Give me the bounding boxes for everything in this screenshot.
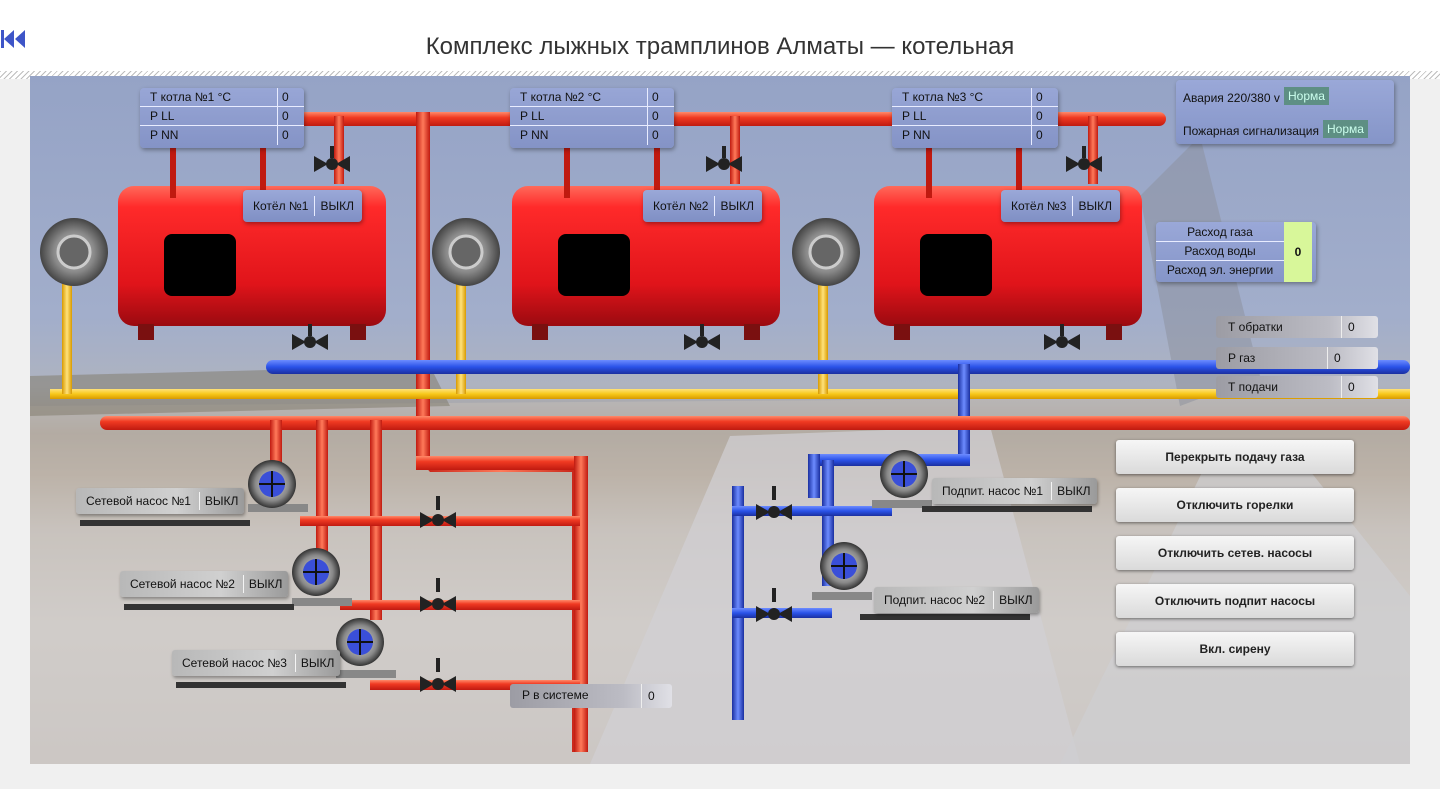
readout-value: 0 xyxy=(648,689,655,703)
pump-icon xyxy=(292,548,352,606)
system-pressure: P в системе 0 xyxy=(510,684,672,708)
boiler-1-status[interactable]: Котёл №1 ВЫКЛ xyxy=(243,190,362,222)
alarm-label: Авария 220/380 v xyxy=(1183,91,1280,105)
feed-pump-2-status[interactable]: Подпит. насос №2 ВЫКЛ xyxy=(874,587,1039,613)
sensor-value: 0 xyxy=(1036,108,1043,123)
boiler-state: ВЫКЛ xyxy=(320,199,354,213)
boiler-3-sensors: Т котла №3 °C 0 P LL 0 P NN 0 xyxy=(892,88,1058,148)
status-badge: Норма xyxy=(1323,120,1368,138)
valve-icon xyxy=(420,496,456,528)
boiler-2-status[interactable]: Котёл №2 ВЫКЛ xyxy=(643,190,762,222)
pump-state: ВЫКЛ xyxy=(248,577,283,591)
net-pumps-off-button[interactable]: Отключить сетев. насосы xyxy=(1116,536,1354,570)
boiler-name: Котёл №2 xyxy=(643,196,716,216)
readout-value: 0 xyxy=(1348,320,1355,334)
valve-icon xyxy=(420,658,456,692)
sensor-label: P NN xyxy=(892,126,1032,145)
pump-state: ВЫКЛ xyxy=(1057,484,1091,498)
boiler-name: Котёл №1 xyxy=(243,196,316,216)
readout-label: P в системе xyxy=(510,684,642,708)
page-title: Комплекс лыжных трамплинов Алматы — коте… xyxy=(425,33,1015,60)
sensor-label: P LL xyxy=(892,107,1032,125)
shut-gas-button[interactable]: Перекрыть подачу газа xyxy=(1116,440,1354,474)
pump-name: Подпит. насос №1 xyxy=(932,482,1053,500)
alarm-panel: Авария 220/380 v Норма Пожарная сигнализ… xyxy=(1176,80,1394,144)
boiler-2-sensors: Т котла №2 °C 0 P LL 0 P NN 0 xyxy=(510,88,674,148)
readout-label: Т обратки xyxy=(1216,316,1342,338)
pump-icon xyxy=(812,542,872,600)
readout-value: 0 xyxy=(1334,351,1341,365)
readout-label: Т подачи xyxy=(1216,376,1342,398)
boiler-1-sensors: Т котла №1 °C 0 P LL 0 P NN 0 xyxy=(140,88,304,148)
sensor-value: 0 xyxy=(1036,128,1043,142)
sensor-label: Т котла №2 °C xyxy=(510,88,648,106)
flow-label: Расход эл. энергии xyxy=(1166,263,1274,277)
valve-icon xyxy=(420,578,456,612)
valve-icon xyxy=(684,324,720,350)
flow-label: Расход воды xyxy=(1156,242,1284,261)
pump-name: Сетевой насос №3 xyxy=(172,654,296,672)
feed-pump-1-status[interactable]: Подпит. насос №1 ВЫКЛ xyxy=(932,478,1097,504)
divider xyxy=(0,71,1440,79)
sensor-value: 0 xyxy=(652,128,659,142)
sensor-value: 0 xyxy=(652,89,659,104)
pump-name: Сетевой насос №2 xyxy=(120,575,244,593)
sensor-label: P NN xyxy=(140,126,278,145)
sensor-value: 0 xyxy=(282,128,289,142)
siren-on-button[interactable]: Вкл. сирену xyxy=(1116,632,1354,666)
valve-icon xyxy=(1044,324,1080,350)
readout-return-temp: Т обратки 0 xyxy=(1216,316,1378,338)
pump-icon xyxy=(872,450,932,508)
pump-name: Подпит. насос №2 xyxy=(874,591,995,609)
sensor-value: 0 xyxy=(652,108,659,123)
burners-off-button[interactable]: Отключить горелки xyxy=(1116,488,1354,522)
net-pump-3-status[interactable]: Сетевой насос №3 ВЫКЛ xyxy=(172,650,341,676)
readout-value: 0 xyxy=(1348,380,1355,394)
sensor-value: 0 xyxy=(1036,89,1043,104)
readout-gas-pressure: P газ 0 xyxy=(1216,347,1378,369)
boiler-room-mimic: Т котла №1 °C 0 P LL 0 P NN 0 Т котла №2 °C… xyxy=(30,76,1410,764)
sensor-label: Т котла №3 °C xyxy=(892,88,1032,106)
consumption-panel: Расход газа Расход воды Расход эл. энерг… xyxy=(1156,222,1316,282)
sensor-value: 0 xyxy=(282,89,289,104)
boiler-state: ВЫКЛ xyxy=(1078,199,1112,213)
pump-icon xyxy=(248,460,308,512)
pump-icon xyxy=(336,618,396,678)
boiler-name: Котёл №3 xyxy=(1001,196,1074,216)
feed-pumps-off-button[interactable]: Отключить подпит насосы xyxy=(1116,584,1354,618)
pump-name: Сетевой насос №1 xyxy=(76,492,200,510)
top-bar xyxy=(0,0,1440,72)
sensor-value: 0 xyxy=(282,108,289,123)
status-badge: Норма xyxy=(1284,87,1329,105)
pump-state: ВЫКЛ xyxy=(999,593,1033,607)
sensor-label: P NN xyxy=(510,126,648,145)
sensor-label: P LL xyxy=(510,107,648,125)
valve-icon xyxy=(292,324,328,350)
flow-value: 0 xyxy=(1284,222,1312,282)
valve-icon xyxy=(1066,146,1102,172)
pump-state: ВЫКЛ xyxy=(300,656,335,670)
alarm-label: Пожарная сигнализация xyxy=(1183,124,1320,138)
readout-label: P газ xyxy=(1216,347,1328,369)
valve-icon xyxy=(314,146,350,172)
valve-icon xyxy=(706,146,742,172)
readout-supply-temp: Т подачи 0 xyxy=(1216,376,1378,398)
flow-label: Расход газа xyxy=(1156,223,1284,242)
pump-state: ВЫКЛ xyxy=(204,494,239,508)
valve-icon xyxy=(756,588,792,622)
valve-icon xyxy=(756,486,792,520)
boiler-3-status[interactable]: Котёл №3 ВЫКЛ xyxy=(1001,190,1120,222)
sensor-label: Т котла №1 °C xyxy=(140,88,278,106)
boiler-state: ВЫКЛ xyxy=(720,199,754,213)
net-pump-2-status[interactable]: Сетевой насос №2 ВЫКЛ xyxy=(120,571,289,597)
sensor-label: P LL xyxy=(140,107,278,125)
net-pump-1-status[interactable]: Сетевой насос №1 ВЫКЛ xyxy=(76,488,245,514)
rewind-icon[interactable] xyxy=(0,27,30,51)
